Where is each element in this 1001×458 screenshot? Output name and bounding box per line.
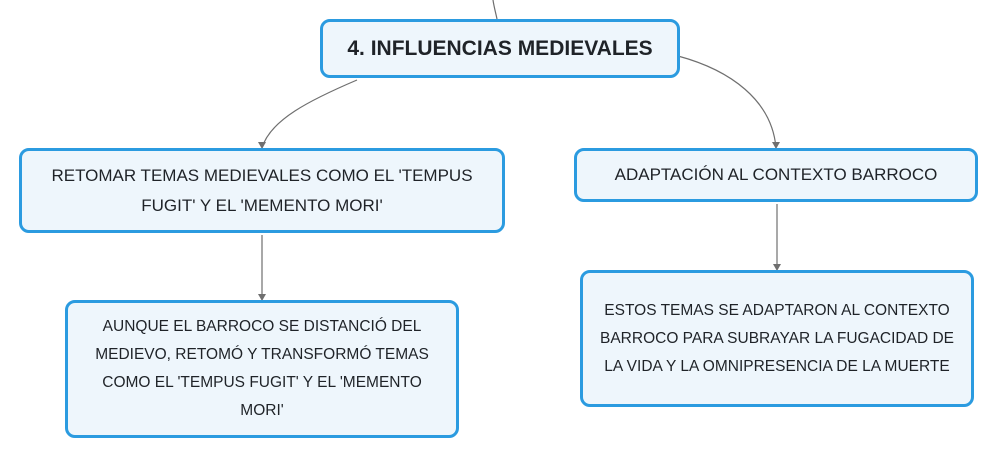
branch-node-label: ADAPTACIÓN AL CONTEXTO BARROCO <box>614 165 938 184</box>
arrowhead-right-child <box>773 264 781 271</box>
arrowhead-right-branch <box>772 142 780 149</box>
leaf-node-label: AUNQUE EL BARROCO SE DISTANCIÓ DEL MEDIE… <box>95 318 429 419</box>
leaf-node-barroco-distancio[interactable]: AUNQUE EL BARROCO SE DISTANCIÓ DEL MEDIE… <box>65 300 459 438</box>
connector-root-to-left-branch <box>261 79 358 149</box>
root-node-label: 4. INFLUENCIAS MEDIEVALES <box>347 36 653 60</box>
leaf-node-label: ESTOS TEMAS SE ADAPTARON AL CONTEXTO BAR… <box>600 301 954 375</box>
connector-root-to-right-branch <box>677 55 777 149</box>
root-node[interactable]: 4. INFLUENCIAS MEDIEVALES <box>320 19 680 78</box>
arrowhead-left-child <box>258 294 266 301</box>
branch-node-adaptacion[interactable]: ADAPTACIÓN AL CONTEXTO BARROCO <box>574 148 978 202</box>
branch-node-retomar-temas[interactable]: RETOMAR TEMAS MEDIEVALES COMO EL 'TEMPUS… <box>19 148 505 233</box>
branch-node-label: RETOMAR TEMAS MEDIEVALES COMO EL 'TEMPUS… <box>51 165 473 215</box>
connector-parent-to-root <box>492 0 498 20</box>
leaf-node-temas-adaptaron[interactable]: ESTOS TEMAS SE ADAPTARON AL CONTEXTO BAR… <box>580 270 974 407</box>
arrowhead-left-branch <box>258 142 266 149</box>
